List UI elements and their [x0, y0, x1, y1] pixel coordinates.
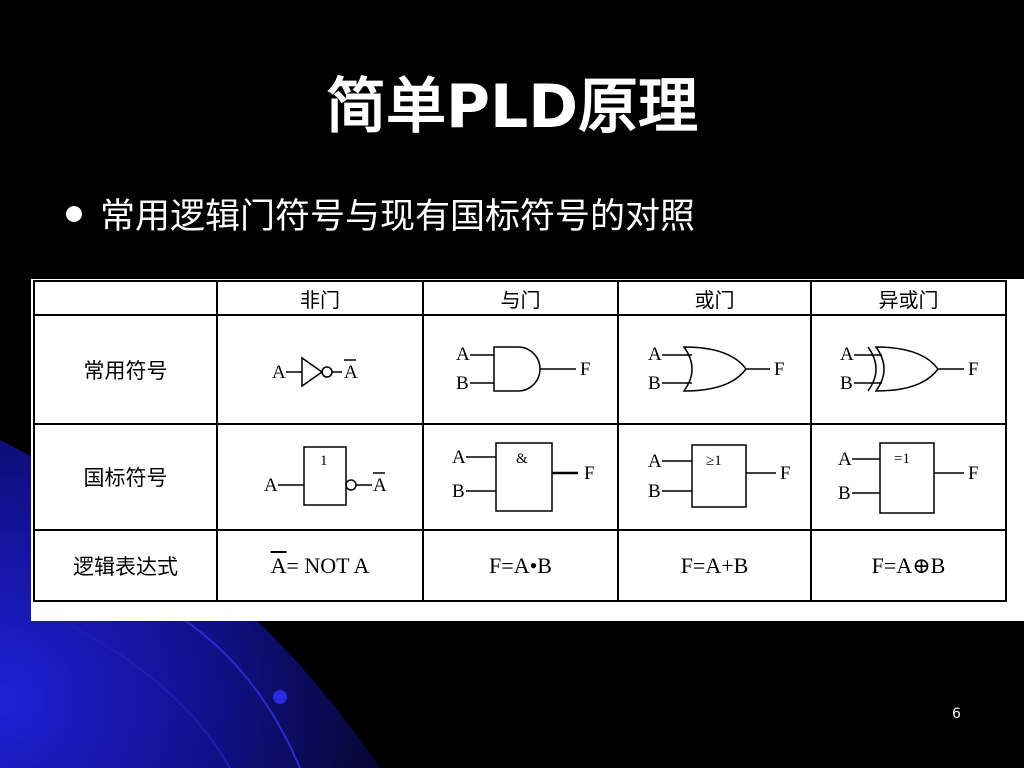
row-label-common: 常用符号 — [33, 314, 218, 425]
cell-or-expression: F=A+B — [617, 529, 812, 602]
and-national-input-a-label: A — [452, 447, 466, 468]
table-corner-cell — [33, 280, 218, 316]
or-output-label: F — [774, 359, 785, 380]
xor-input-b-label: B — [840, 373, 853, 394]
cell-and-national: A B & F — [422, 423, 619, 531]
cell-and-expression: F=A•B — [422, 529, 619, 602]
or-national-input-a-label: A — [648, 451, 662, 472]
not-gate-national-icon: A 1 A — [264, 446, 387, 506]
xor-gate-national-icon: A B =1 F — [838, 442, 979, 514]
xor-output-label: F — [968, 359, 979, 380]
and-input-b-label: B — [456, 373, 469, 394]
xor-national-symbol: =1 — [894, 451, 910, 467]
xor-national-output-label: F — [968, 463, 979, 484]
cell-or-national: A B ≥1 F — [617, 423, 812, 531]
cell-not-common: A A — [216, 314, 424, 425]
cell-xor-common: A B F — [810, 314, 1007, 425]
not-expr-bar-a: A — [270, 552, 287, 578]
row-label-expression: 逻辑表达式 — [33, 529, 218, 602]
and-output-label: F — [580, 359, 591, 380]
xor-input-a-label: A — [840, 344, 854, 365]
and-gate-national-icon: A B & F — [452, 442, 595, 512]
not-output-label: A — [344, 362, 358, 383]
not-national-symbol: 1 — [320, 453, 328, 469]
or-national-symbol: ≥1 — [706, 453, 722, 469]
not-expr-rest: = NOT A — [286, 552, 370, 578]
gate-comparison-panel: 非门 与门 或门 异或门 常用符号 A A A B — [31, 279, 1024, 621]
cell-and-common: A B F — [422, 314, 619, 425]
bullet-icon — [66, 206, 82, 222]
xor-national-input-a-label: A — [838, 449, 852, 470]
cell-xor-national: A B =1 F — [810, 423, 1007, 531]
or-gate-national-icon: A B ≥1 F — [648, 444, 791, 508]
gate-comparison-table: 非门 与门 或门 异或门 常用符号 A A A B — [33, 280, 1007, 602]
slide-subtitle: 常用逻辑门符号与现有国标符号的对照 — [100, 197, 696, 237]
cell-not-national: A 1 A — [216, 423, 424, 531]
xor-gate-common-icon: A B F — [840, 344, 979, 394]
table-row-common-symbols: 常用符号 A A A B F — [33, 314, 1007, 425]
header-and-gate: 与门 — [422, 280, 619, 316]
or-input-a-label: A — [648, 344, 662, 365]
cell-not-expression: A= NOT A — [216, 529, 424, 602]
page-number: 6 — [952, 706, 961, 722]
xor-national-input-b-label: B — [838, 483, 851, 504]
slide-title: 简单PLD原理 — [325, 72, 698, 142]
header-not-gate: 非门 — [216, 280, 424, 316]
and-input-a-label: A — [456, 344, 470, 365]
or-national-input-b-label: B — [648, 481, 661, 502]
or-gate-common-icon: A B F — [648, 344, 785, 394]
not-gate-common-icon: A A — [272, 356, 358, 387]
not-national-input-label: A — [264, 475, 278, 496]
cell-or-common: A B F — [617, 314, 812, 425]
or-national-output-label: F — [780, 463, 791, 484]
table-row-national-standard: 国标符号 A 1 A A B & F — [33, 423, 1007, 531]
and-national-symbol: & — [516, 451, 528, 467]
header-or-gate: 或门 — [617, 280, 812, 316]
not-national-output-label: A — [373, 475, 387, 496]
and-national-input-b-label: B — [452, 481, 465, 502]
cell-xor-expression: F=A⊕B — [810, 529, 1007, 602]
table-row-expressions: 逻辑表达式 A= NOT A F=A•B F=A+B F=A⊕B — [33, 529, 1007, 602]
not-input-label: A — [272, 362, 286, 383]
and-national-output-label: F — [584, 463, 595, 484]
header-xor-gate: 异或门 — [810, 280, 1007, 316]
or-input-b-label: B — [648, 373, 661, 394]
and-gate-common-icon: A B F — [456, 344, 591, 394]
row-label-national: 国标符号 — [33, 423, 218, 531]
table-header-row: 非门 与门 或门 异或门 — [33, 280, 1007, 316]
